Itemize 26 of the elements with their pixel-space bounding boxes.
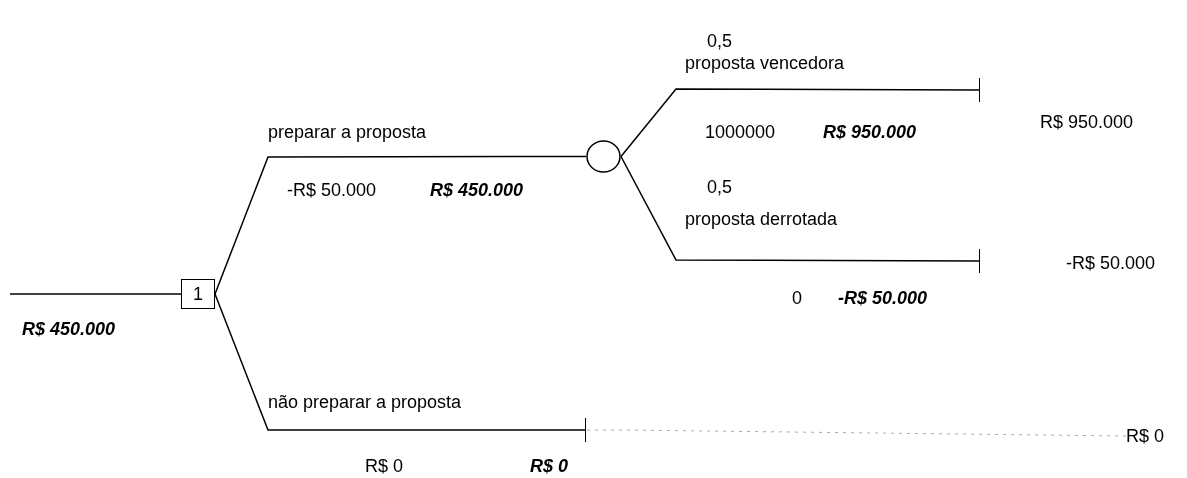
payoff-value: R$ 0 <box>1126 425 1165 447</box>
branch-label: -R$ 50.000 <box>287 179 377 201</box>
dotted-line <box>586 429 1127 437</box>
decision-box: 1 <box>181 279 215 309</box>
branch-label: 0,5 <box>707 176 733 198</box>
payoff-value: -R$ 50.000 <box>1066 252 1156 274</box>
expected-value: R$ 950.000 <box>823 121 917 143</box>
branch-line <box>9 293 182 295</box>
branch-line <box>620 88 980 158</box>
expected-value: R$ 450.000 <box>430 179 524 201</box>
branch-label: não preparar a proposta <box>268 391 462 413</box>
branch-label: 0 <box>792 287 802 309</box>
branch-label: R$ 0 <box>365 455 404 477</box>
branch-label: proposta vencedora <box>685 52 845 74</box>
expected-value: R$ 450.000 <box>22 318 116 340</box>
branch-line <box>620 155 980 262</box>
branch-label: preparar a proposta <box>268 121 427 143</box>
branch-label: 1000000 <box>705 121 776 143</box>
chance-node-circle <box>586 140 621 173</box>
expected-value: R$ 0 <box>530 455 569 477</box>
branch-line <box>214 293 586 431</box>
expected-value: -R$ 50.000 <box>838 287 928 309</box>
branch-label: proposta derrotada <box>685 208 838 230</box>
branch-label: 0,5 <box>707 30 733 52</box>
branch-line <box>214 155 587 295</box>
payoff-value: R$ 950.000 <box>1040 111 1134 133</box>
